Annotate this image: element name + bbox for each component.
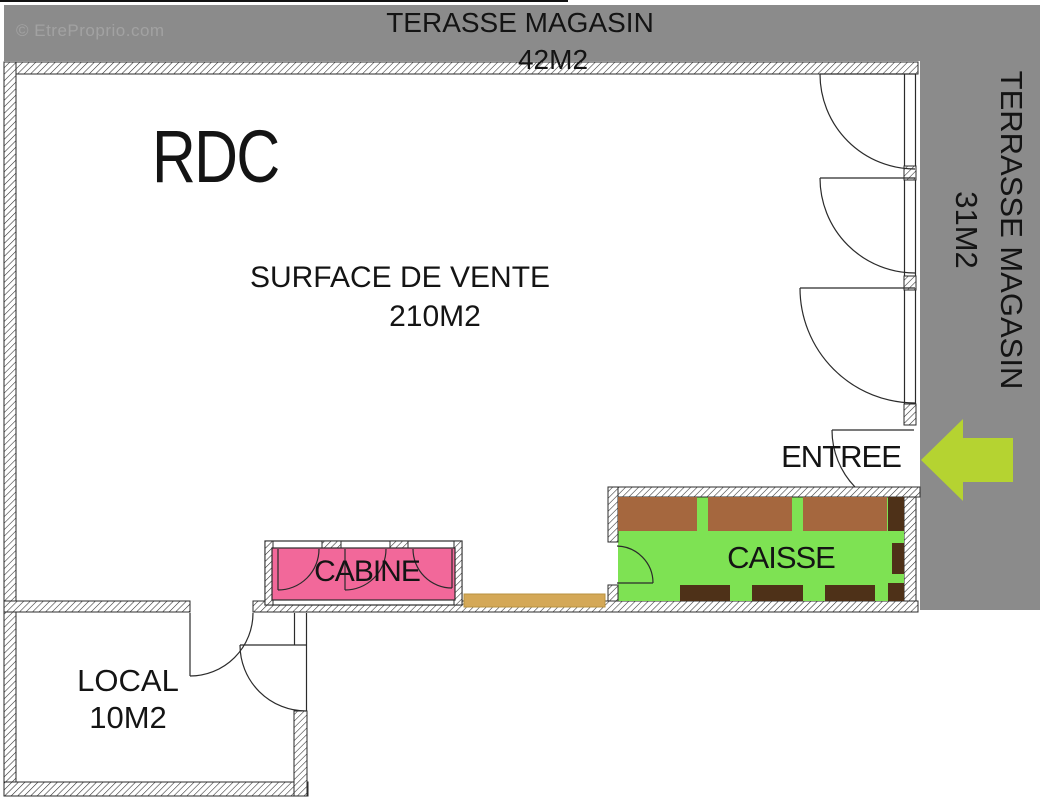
- checkout-counter: [618, 497, 697, 531]
- fitting-room-label: CABINE: [314, 555, 421, 588]
- sales-floor-size: 210M2: [389, 300, 481, 333]
- entrance-door-swing-arc: [831, 429, 856, 488]
- storage-wall-right-lower: [293, 710, 308, 797]
- storage-door-swing-arc: [189, 612, 254, 677]
- wall-left: [3, 61, 17, 613]
- terrace-top-name: TERASSE MAGASIN: [386, 7, 654, 38]
- checkout-counter: [803, 497, 887, 531]
- checkout-room: [607, 486, 921, 602]
- fitting-room: [264, 540, 463, 606]
- sales-floor-label: SURFACE DE VENTE 210M2: [200, 258, 600, 336]
- storage-name: LOCAL: [77, 663, 179, 698]
- door-swing-arc: [799, 287, 916, 404]
- floor-title: RDC: [152, 115, 280, 198]
- checkout-block: [888, 583, 904, 601]
- storage-label: LOCAL 10M2: [28, 662, 228, 736]
- sales-floor-name: SURFACE DE VENTE: [249, 261, 551, 294]
- terrace-right-zone: [920, 5, 1040, 610]
- entrance-arrow-icon: [921, 419, 1013, 501]
- fitting-room-floor: [271, 547, 456, 601]
- checkout-wall-top: [607, 486, 921, 498]
- checkout-counter: [708, 497, 792, 531]
- fitting-door-swing-arc: [412, 548, 453, 589]
- entrance-label: ENTREE: [781, 439, 902, 474]
- shopfront-wall: [903, 74, 917, 602]
- wall-bottom-left-segment: [3, 600, 191, 613]
- wall-right-checkout: [903, 486, 917, 602]
- terrace-right-name: TERRASSE MAGASIN: [994, 70, 1029, 390]
- door-swing-arc: [819, 177, 916, 274]
- terrace-right-size: 31M2: [949, 191, 984, 269]
- door-jamb: [903, 275, 917, 291]
- top-border-artifact: [0, 0, 568, 2]
- storage-door-swing-arc: [239, 644, 307, 712]
- storage-size: 10M2: [89, 700, 167, 735]
- bench-counter: [463, 593, 606, 608]
- door-swing-arc: [819, 73, 916, 170]
- checkout-block: [888, 497, 904, 531]
- terrace-top-label: TERASSE MAGASIN 42M2: [60, 4, 980, 78]
- checkout-block: [680, 585, 730, 601]
- checkout-block: [752, 585, 803, 601]
- checkout-wall-left-upper: [607, 486, 619, 543]
- fitting-door-swing-arc: [344, 548, 387, 591]
- storage-room: [3, 611, 309, 797]
- checkout-wall-left-lower: [607, 584, 619, 602]
- watermark: © EtreProprio.com: [16, 21, 165, 40]
- terrace-top-size: 42M2: [517, 44, 589, 75]
- checkout-block: [892, 543, 904, 574]
- checkout-block: [825, 585, 875, 601]
- door-jamb: [903, 403, 917, 426]
- fitting-door-swing-arc: [277, 548, 320, 591]
- checkout-door-swing-arc: [616, 545, 654, 584]
- terrace-right-label: TERRASSE MAGASIN 31M2: [942, 20, 1034, 440]
- shopfront-doors: [799, 73, 916, 488]
- storage-wall-bottom: [3, 781, 309, 797]
- terrace-top-zone: [4, 5, 1040, 61]
- storage-wall-left: [3, 611, 17, 797]
- checkout-label: CAISSE: [727, 540, 836, 575]
